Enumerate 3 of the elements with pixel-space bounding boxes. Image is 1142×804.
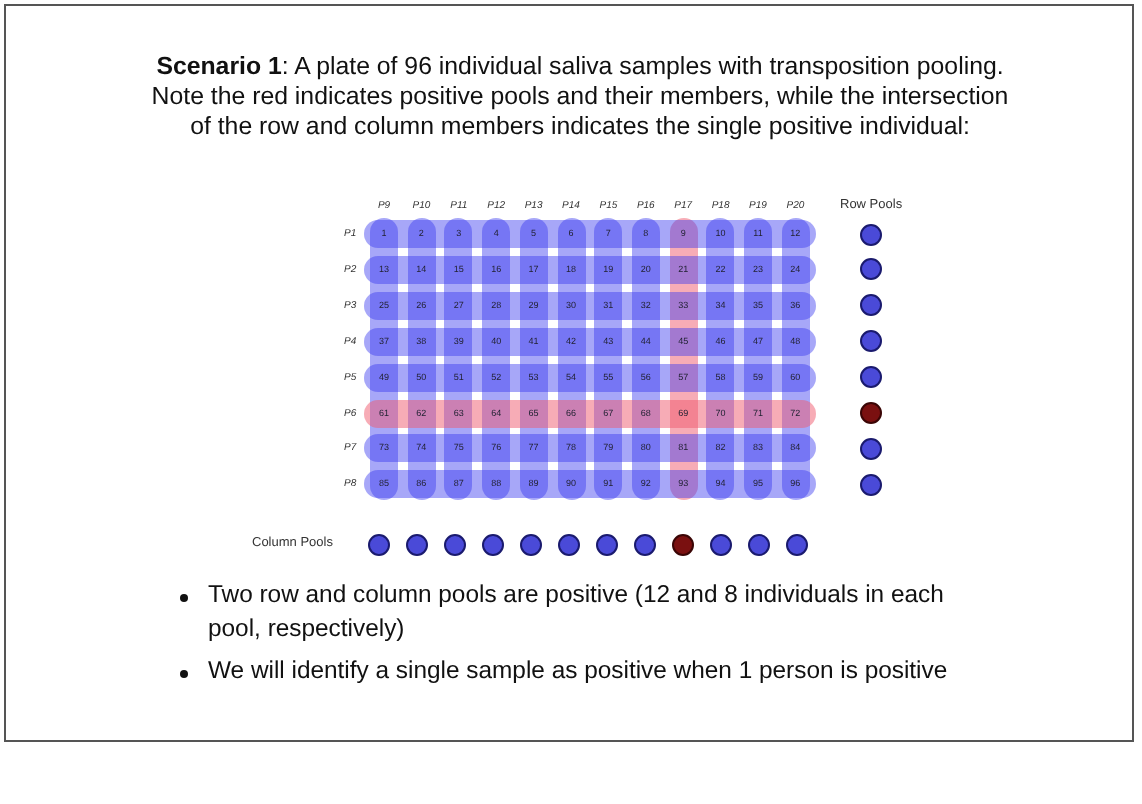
bullet-text: We will identify a single sample as positive when 1 person is positive xyxy=(208,654,950,688)
slide-title: Scenario 1: A plate of 96 individual saliva samples with transposition pooling. Note the red indicates positive pools and their members, while the intersection of the row and column members indicates the single positive individual: xyxy=(149,52,1011,142)
bullet-text: Two row and column pools are positive (12 and 8 individuals in each pool, respectively) xyxy=(208,578,946,646)
